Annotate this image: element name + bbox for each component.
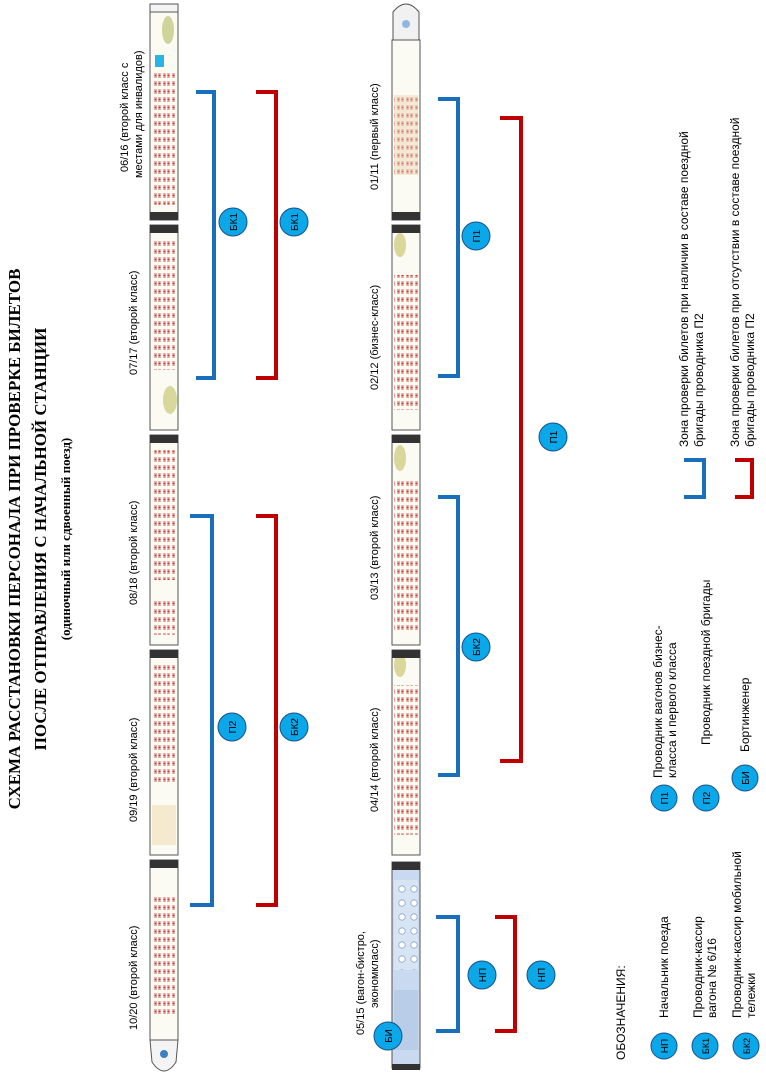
legend-red-zone: Зона проверки билетов при отсутствии в с… bbox=[728, 118, 757, 499]
car-label-04: 04/14 (второй класс) bbox=[369, 708, 381, 812]
legend-blue-text2: бригады проводника П2 bbox=[692, 313, 706, 447]
badge-p1-blue: П1 bbox=[461, 221, 491, 251]
svg-text:П1: П1 bbox=[472, 229, 483, 242]
legend-heading: ОБОЗНАЧЕНИЯ: bbox=[614, 965, 628, 1060]
legend-bk1: БК1 Проводник-кассир вагона № 6/16 bbox=[691, 916, 719, 1060]
svg-text:НП: НП bbox=[478, 968, 489, 982]
headlight-icon bbox=[402, 20, 410, 28]
zone-blue-np bbox=[436, 915, 460, 1033]
svg-text:НП: НП bbox=[660, 1039, 671, 1053]
zone-blue-bk1 bbox=[196, 90, 216, 380]
zone-red-bk1 bbox=[256, 90, 278, 380]
svg-text:БИ: БИ bbox=[384, 1029, 395, 1043]
train-nose-top bbox=[149, 3, 179, 13]
legend-blue-zone: Зона проверки билетов при наличии в сост… bbox=[677, 131, 706, 499]
zone-red-bk2 bbox=[256, 514, 278, 907]
badge-p1-red: П1 bbox=[538, 422, 568, 452]
legend-bk2-text2: тележки bbox=[744, 973, 758, 1018]
train-right bbox=[391, 3, 421, 1070]
staff-badges: БК1 БК1 П2 БК2 П1 БК2 П1 НП bbox=[217, 207, 568, 1051]
badge-bk1-blue: БК1 bbox=[218, 207, 248, 237]
page-title: СХЕМА РАССТАНОВКИ ПЕРСОНАЛА ПРИ ПРОВЕРКЕ… bbox=[5, 269, 73, 810]
zone-blue-p1 bbox=[438, 97, 460, 378]
svg-text:БК2: БК2 bbox=[290, 718, 301, 736]
car-label-01: 01/11 (первый класс) bbox=[369, 83, 381, 190]
car-label-03: 03/13 (второй класс) bbox=[369, 496, 381, 600]
zone-red-np bbox=[495, 915, 517, 1033]
legend-bi-text: Бортинженер bbox=[738, 677, 752, 752]
svg-text:П2: П2 bbox=[228, 720, 239, 733]
badge-bk2-right: БК2 bbox=[461, 632, 491, 662]
legend-np: НП Начальник поезда bbox=[650, 916, 678, 1060]
badge-bk1-red: БК1 bbox=[279, 207, 309, 237]
legend-np-text: Начальник поезда bbox=[657, 916, 671, 1018]
car-label-06a: 06/16 (второй класс с bbox=[119, 62, 131, 172]
car-10-20 bbox=[149, 859, 179, 1041]
svg-text:БК1: БК1 bbox=[290, 213, 301, 231]
badge-bi: БИ bbox=[373, 1021, 403, 1051]
svg-text:П1: П1 bbox=[549, 430, 560, 443]
legend-bk2: БК2 Проводник-кассир мобильной тележки bbox=[730, 851, 760, 1060]
svg-text:П1: П1 bbox=[660, 791, 671, 804]
zone-blue-p2 bbox=[190, 514, 214, 907]
legend-p1-text2: класса и первого класса bbox=[665, 642, 679, 778]
legend-bk1-text1: Проводник-кассир bbox=[691, 916, 705, 1018]
title-line3: (одиночный или сдвоенный поезд) bbox=[58, 438, 73, 640]
badge-bk2-left: БК2 bbox=[279, 712, 309, 742]
car-label-09: 09/19 (второй класс) bbox=[128, 718, 140, 822]
svg-text:БК2: БК2 bbox=[742, 1038, 752, 1054]
zone-blue-bk2 bbox=[438, 495, 460, 777]
svg-text:НП: НП bbox=[537, 968, 548, 982]
legend-bk1-text2: вагона № 6/16 bbox=[705, 938, 719, 1018]
svg-text:БК1: БК1 bbox=[229, 213, 240, 231]
svg-text:П2: П2 bbox=[702, 791, 713, 804]
svg-text:БИ: БИ bbox=[741, 771, 752, 785]
train-left bbox=[149, 3, 179, 1072]
car-label-05a: 05/15 (вагон-бистро, bbox=[355, 931, 367, 1035]
car-04-14 bbox=[391, 649, 421, 856]
car-02-12 bbox=[391, 224, 421, 431]
svg-text:БК1: БК1 bbox=[701, 1038, 711, 1054]
legend-red-text2: бригады проводника П2 bbox=[743, 313, 757, 447]
car-09-19 bbox=[149, 649, 179, 856]
legend: ОБОЗНАЧЕНИЯ: НП Начальник поезда БК1 Про… bbox=[614, 118, 760, 1060]
headlight-icon bbox=[160, 1050, 168, 1058]
legend-p1: П1 Проводник вагонов бизнес- класса и пе… bbox=[650, 625, 679, 812]
legend-p1-text1: Проводник вагонов бизнес- bbox=[651, 625, 665, 778]
legend-red-text1: Зона проверки билетов при отсутствии в с… bbox=[728, 118, 742, 447]
car-08-18 bbox=[149, 434, 179, 646]
car-05-15 bbox=[391, 861, 421, 1070]
car-03-13 bbox=[391, 434, 421, 646]
legend-bk2-text1: Проводник-кассир мобильной bbox=[730, 851, 744, 1018]
car-label-02: 02/12 (бизнес-класс) bbox=[369, 285, 381, 390]
legend-bi: БИ Бортинженер bbox=[731, 677, 759, 792]
legend-p2: П2 Проводник поездной бригады bbox=[692, 580, 720, 812]
legend-blue-text1: Зона проверки билетов при наличии в сост… bbox=[677, 131, 691, 447]
badge-np-red: НП bbox=[526, 960, 556, 990]
zone-brackets bbox=[190, 90, 523, 1033]
svg-text:БК2: БК2 bbox=[472, 638, 483, 656]
car-label-08: 08/18 (второй класс) bbox=[128, 501, 140, 605]
car-label-05b: экономкласс) bbox=[369, 939, 381, 1008]
badge-np-blue: НП bbox=[467, 960, 497, 990]
car-label-10: 10/20 (второй класс) bbox=[128, 926, 140, 1030]
zone-red-p1 bbox=[500, 116, 523, 763]
car-07-17 bbox=[149, 224, 179, 431]
title-line2: ПОСЛЕ ОТПРАВЛЕНИЯ С НАЧАЛЬНОЙ СТАНЦИИ bbox=[31, 328, 50, 751]
car-label-07: 07/17 (второй класс) bbox=[128, 271, 140, 375]
title-line1: СХЕМА РАССТАНОВКИ ПЕРСОНАЛА ПРИ ПРОВЕРКЕ… bbox=[5, 269, 24, 810]
car-label-06b: местами для инвалидов) bbox=[133, 51, 145, 179]
badge-p2: П2 bbox=[217, 712, 247, 742]
legend-p2-text: Проводник поездной бригады bbox=[699, 580, 713, 745]
car-01-11 bbox=[391, 39, 421, 221]
car-06-16 bbox=[149, 11, 179, 221]
